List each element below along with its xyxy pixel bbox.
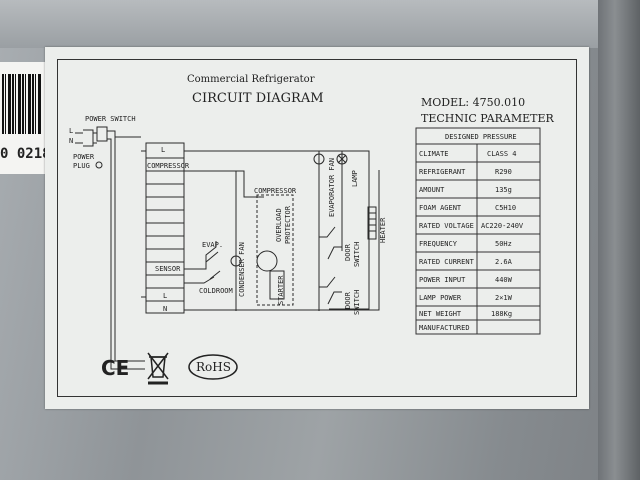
evap-label: EVAP. bbox=[202, 241, 224, 249]
rating-label: Commercial Refrigerator CIRCUIT DIAGRAM … bbox=[45, 47, 589, 409]
parameter-table-grid bbox=[415, 127, 541, 335]
weee-bin-icon bbox=[147, 352, 238, 385]
row-lamp-value: 2×1W bbox=[495, 294, 512, 302]
row-power-key: POWER INPUT bbox=[419, 276, 466, 284]
power-plug-label-1: POWER bbox=[73, 153, 95, 161]
row-climate-key: CLIMATE bbox=[419, 150, 449, 158]
row-foam-value: C5H10 bbox=[495, 204, 517, 212]
row-frequency-value: 50Hz bbox=[495, 240, 512, 248]
coldroom-label: COLDROOM bbox=[199, 287, 233, 295]
power-switch-label: POWER SWITCH bbox=[85, 115, 136, 123]
row-voltage-value: AC220-240V bbox=[481, 222, 524, 230]
row-climate-value: CLASS 4 bbox=[487, 150, 517, 158]
terminal-sensor: SENSOR bbox=[155, 265, 181, 273]
rohs-oval bbox=[188, 354, 238, 380]
row-frequency-key: FREQUENCY bbox=[419, 240, 457, 248]
terminal-l-top: L bbox=[161, 146, 166, 154]
table-header: DESIGNED PRESSURE bbox=[445, 133, 517, 141]
row-foam-key: FOAM AGENT bbox=[419, 204, 462, 212]
plug-l-label: L bbox=[69, 127, 74, 135]
circuit-drawing bbox=[75, 126, 380, 370]
door-frame bbox=[598, 0, 640, 480]
barcode-icon bbox=[2, 74, 42, 134]
row-current-key: RATED CURRENT bbox=[419, 258, 474, 266]
row-refrigerant-key: REFRIGERANT bbox=[419, 168, 466, 176]
barcode-number: 0 0218 bbox=[0, 146, 51, 162]
terminal-compressor: COMPRESSOR bbox=[147, 162, 190, 170]
row-power-value: 440W bbox=[495, 276, 512, 284]
brand-line: Commercial Refrigerator bbox=[187, 74, 315, 85]
row-voltage-key: RATED VOLTAGE bbox=[419, 222, 474, 230]
technic-heading: TECHNIC PARAMETER bbox=[421, 112, 554, 125]
row-weight-value: 188Kg bbox=[491, 310, 513, 318]
rohs-mark: RoHS bbox=[196, 360, 231, 374]
row-amount-key: AMOUNT bbox=[419, 186, 445, 194]
diagram-title: CIRCUIT DIAGRAM bbox=[192, 91, 324, 106]
row-amount-value: 135g bbox=[495, 186, 512, 194]
barcode-sticker bbox=[0, 62, 47, 174]
row-current-value: 2.6A bbox=[495, 258, 512, 266]
row-refrigerant-value: R290 bbox=[495, 168, 512, 176]
power-plug-label-2: PLUG bbox=[73, 162, 90, 170]
row-lamp-key: LAMP POWER bbox=[419, 294, 462, 302]
label-border bbox=[57, 59, 577, 397]
ce-mark: CE bbox=[101, 356, 130, 380]
row-weight-key: NET WEIGHT bbox=[419, 310, 462, 318]
row-manufactured-key: MANUFACTURED bbox=[419, 324, 470, 332]
terminal-n: N bbox=[163, 305, 168, 313]
steel-panel-top bbox=[0, 0, 640, 48]
compressor-label: COMPRESSOR bbox=[254, 187, 297, 195]
plug-n-label: N bbox=[69, 137, 74, 145]
terminal-l-bottom: L bbox=[163, 292, 168, 300]
model-number: MODEL: 4750.010 bbox=[421, 96, 526, 109]
